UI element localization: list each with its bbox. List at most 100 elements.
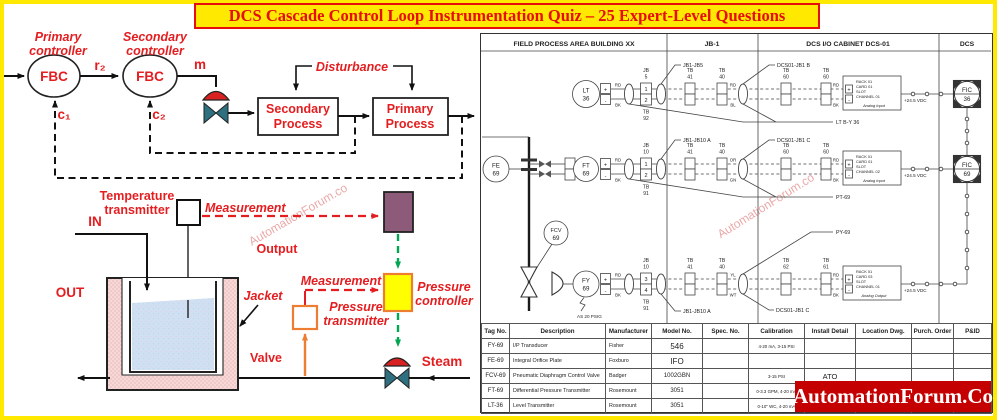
cell-desc: Pneumatic Diaphragm Control Valve	[509, 368, 606, 384]
brand-text: AutomationForum.Co	[792, 384, 994, 408]
tb-label: TB	[783, 68, 790, 74]
temperature-transmitter-box	[176, 199, 201, 226]
jb-label: 5	[645, 75, 648, 81]
cell-tag: LT-36	[481, 398, 510, 414]
temperature-transmitter-label-1: Temperature	[100, 189, 175, 203]
cell-desc: I/P Transducer	[509, 338, 606, 354]
card-text: CARD 01	[856, 84, 872, 89]
primary-process-label-2: Process	[386, 117, 435, 131]
cell-desc: Integral Orifice Plate	[509, 353, 606, 369]
cell-model: 3051	[651, 383, 703, 399]
tb-label: TB	[643, 185, 650, 191]
card-text: CHANNEL 01	[856, 94, 880, 99]
secondary-process-label-2: Process	[274, 117, 323, 131]
cable-oval	[624, 158, 634, 180]
disturbance-arrow-right	[393, 65, 415, 91]
c2-label: c₂	[152, 107, 166, 122]
secondary-process-box: Secondary Process	[257, 97, 339, 136]
card-terminal-minus: -	[848, 98, 850, 104]
jacketed-tank	[106, 277, 239, 391]
cell-purch	[911, 353, 954, 369]
cell-tag: FT-69	[481, 383, 510, 399]
control-valve-symbol	[201, 90, 231, 125]
cell-mfr: Badger	[605, 368, 652, 384]
terminal-minus: -	[605, 174, 607, 180]
control-valve-body	[520, 266, 538, 298]
card-text: RACK 01	[856, 154, 872, 159]
card-text: CHANNEL 01	[856, 284, 880, 289]
tb-label: 62	[783, 265, 789, 271]
cable-label: JB1-JB10 A	[683, 309, 711, 315]
jb-terminal: 1	[644, 162, 647, 168]
tb-label: 91	[643, 306, 649, 312]
card-text: SLOT	[856, 164, 867, 169]
cable-label: LT B-Y 36	[836, 120, 859, 126]
tb-label: TB	[783, 258, 790, 264]
block-valve	[539, 170, 551, 178]
cell-model: IFO	[651, 353, 703, 369]
cable-oval	[624, 273, 634, 295]
cell-spec	[702, 368, 749, 384]
jb-terminal: 1	[644, 87, 647, 93]
jacket-label: Jacket	[244, 289, 284, 303]
cable-label: DCS01-JB1 C	[776, 308, 809, 314]
col-header: Install Detail	[804, 323, 856, 339]
wire-label: RD	[615, 273, 621, 278]
tb-label: TB	[719, 68, 726, 74]
loop-row-ft69: FE 69 FT 69 + - RD BK	[482, 107, 982, 311]
wire-label: RD	[730, 83, 736, 88]
secondary-controller-label-1: Secondary	[123, 30, 188, 44]
fic-tag-num: 69	[964, 171, 971, 178]
primary-controller-fbc: FBC	[40, 69, 68, 84]
col-header: Model No.	[651, 323, 703, 339]
jb-terminal: 2	[644, 173, 647, 179]
cell-model: 546	[651, 338, 703, 354]
r2-label: r₂	[94, 58, 105, 73]
tb-label: 41	[687, 265, 693, 271]
disturbance-arrow-left	[293, 65, 312, 91]
terminal-minus: -	[605, 289, 607, 295]
steam-valve-symbol	[382, 357, 412, 390]
tb-label: TB	[687, 68, 694, 74]
fic-tag: FIC	[962, 162, 972, 169]
terminal-plus: +	[604, 278, 607, 284]
cable-oval	[656, 83, 666, 105]
col-header: Spec. No.	[702, 323, 749, 339]
wire-label: BK	[833, 178, 839, 183]
page-title: DCS Cascade Control Loop Instrumentation…	[228, 6, 786, 25]
cell-pid	[953, 353, 992, 369]
tb-label: 60	[783, 150, 789, 156]
wire-label: GN	[730, 178, 736, 183]
column-header-cabinet: DCS I/O CABINET DCS-01	[806, 41, 890, 48]
cable-oval	[624, 83, 634, 105]
table-row: FCV-69 Pneumatic Diaphragm Control Valve…	[481, 368, 992, 384]
primary-process-box: Primary Process	[372, 97, 449, 136]
primary-controller-symbol: FBC Primary controller	[27, 30, 88, 98]
c1-label: c₁	[57, 107, 71, 122]
terminal-plus: +	[604, 88, 607, 94]
air-supply-squiggle	[579, 297, 586, 312]
cell-spec	[702, 353, 749, 369]
cell-model: 3051	[651, 398, 703, 414]
steam-label: Steam	[422, 354, 463, 369]
col-header: Purch. Order	[911, 323, 954, 339]
card-terminal-minus: -	[848, 173, 850, 179]
tb-label: 41	[687, 150, 693, 156]
cell-loc	[855, 353, 912, 369]
cascade-block-diagram: AutomationForum.co FBC Primary controlle…	[4, 30, 475, 391]
tb-label: 61	[823, 265, 829, 271]
fcv-tag: FCV	[551, 228, 562, 234]
wire-label: RD	[615, 83, 621, 88]
wire-label: OR	[730, 158, 736, 163]
tb-label: 41	[687, 75, 693, 81]
measurement-mid-label: Measurement	[301, 274, 382, 288]
air-supply-label: AS 20 PSIG	[577, 314, 602, 319]
wire-label: WT	[730, 293, 737, 298]
cell-desc: Level Transmitter	[509, 398, 606, 414]
ft-bubble	[573, 156, 599, 182]
tb-label: 60	[823, 75, 829, 81]
pressure-controller-label-2: controller	[415, 294, 474, 308]
col-header: Calibration	[748, 323, 805, 339]
wire-label: BK	[615, 103, 621, 108]
tb-label: 40	[719, 150, 725, 156]
